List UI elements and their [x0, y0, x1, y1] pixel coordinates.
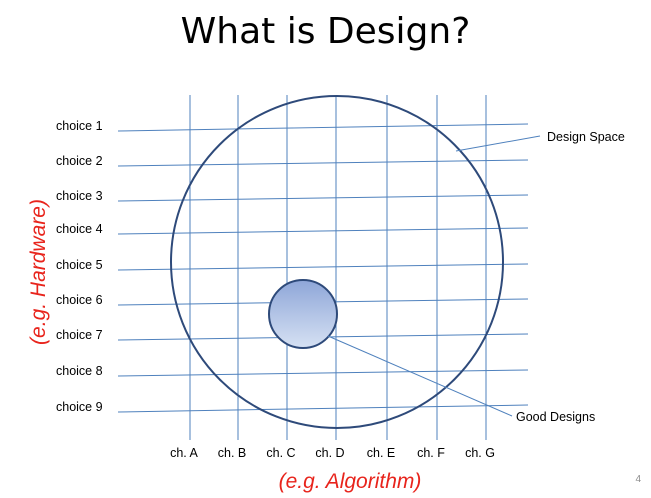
row-grid-line-3	[117, 194, 529, 202]
row-label: choice 1	[56, 119, 103, 133]
row-grid-line-4	[117, 227, 529, 235]
good-designs-leader-line	[327, 335, 513, 417]
x-axis-label: (e.g. Algorithm)	[279, 470, 422, 493]
row-grid-line-9	[117, 404, 529, 413]
column-label: ch. A	[170, 446, 198, 460]
column-label: ch. B	[218, 446, 247, 460]
page-number: 4	[635, 474, 641, 485]
row-grid-line-1	[117, 123, 529, 132]
row-label: choice 5	[56, 258, 103, 272]
row-grid-line-5	[117, 263, 529, 271]
row-labels: choice 1 choice 2 choice 3 choice 4 choice 5…	[56, 119, 103, 414]
design-space-circle	[170, 95, 504, 429]
row-label: choice 2	[56, 154, 103, 168]
column-labels: ch. A ch. B ch. C ch. D ch. E ch. F ch. G	[170, 446, 495, 460]
design-space-label: Design Space	[547, 130, 625, 144]
grid-lines	[117, 95, 529, 440]
row-label: choice 9	[56, 400, 103, 414]
column-label: ch. G	[465, 446, 495, 460]
slide-title: What is Design?	[180, 11, 471, 52]
row-label: choice 7	[56, 328, 103, 342]
column-label: ch. C	[266, 446, 295, 460]
row-label: choice 6	[56, 293, 103, 307]
column-label: ch. D	[315, 446, 344, 460]
row-grid-line-2	[117, 159, 529, 167]
good-designs-label: Good Designs	[516, 410, 595, 424]
design-space-leader-line	[455, 135, 541, 152]
row-label: choice 3	[56, 189, 103, 203]
row-grid-line-8	[117, 369, 529, 377]
column-label: ch. E	[367, 446, 396, 460]
y-axis-label: (e.g. Hardware)	[27, 199, 50, 345]
row-label: choice 8	[56, 364, 103, 378]
row-label: choice 4	[56, 222, 103, 236]
column-label: ch. F	[417, 446, 445, 460]
good-designs-circle	[268, 279, 338, 349]
